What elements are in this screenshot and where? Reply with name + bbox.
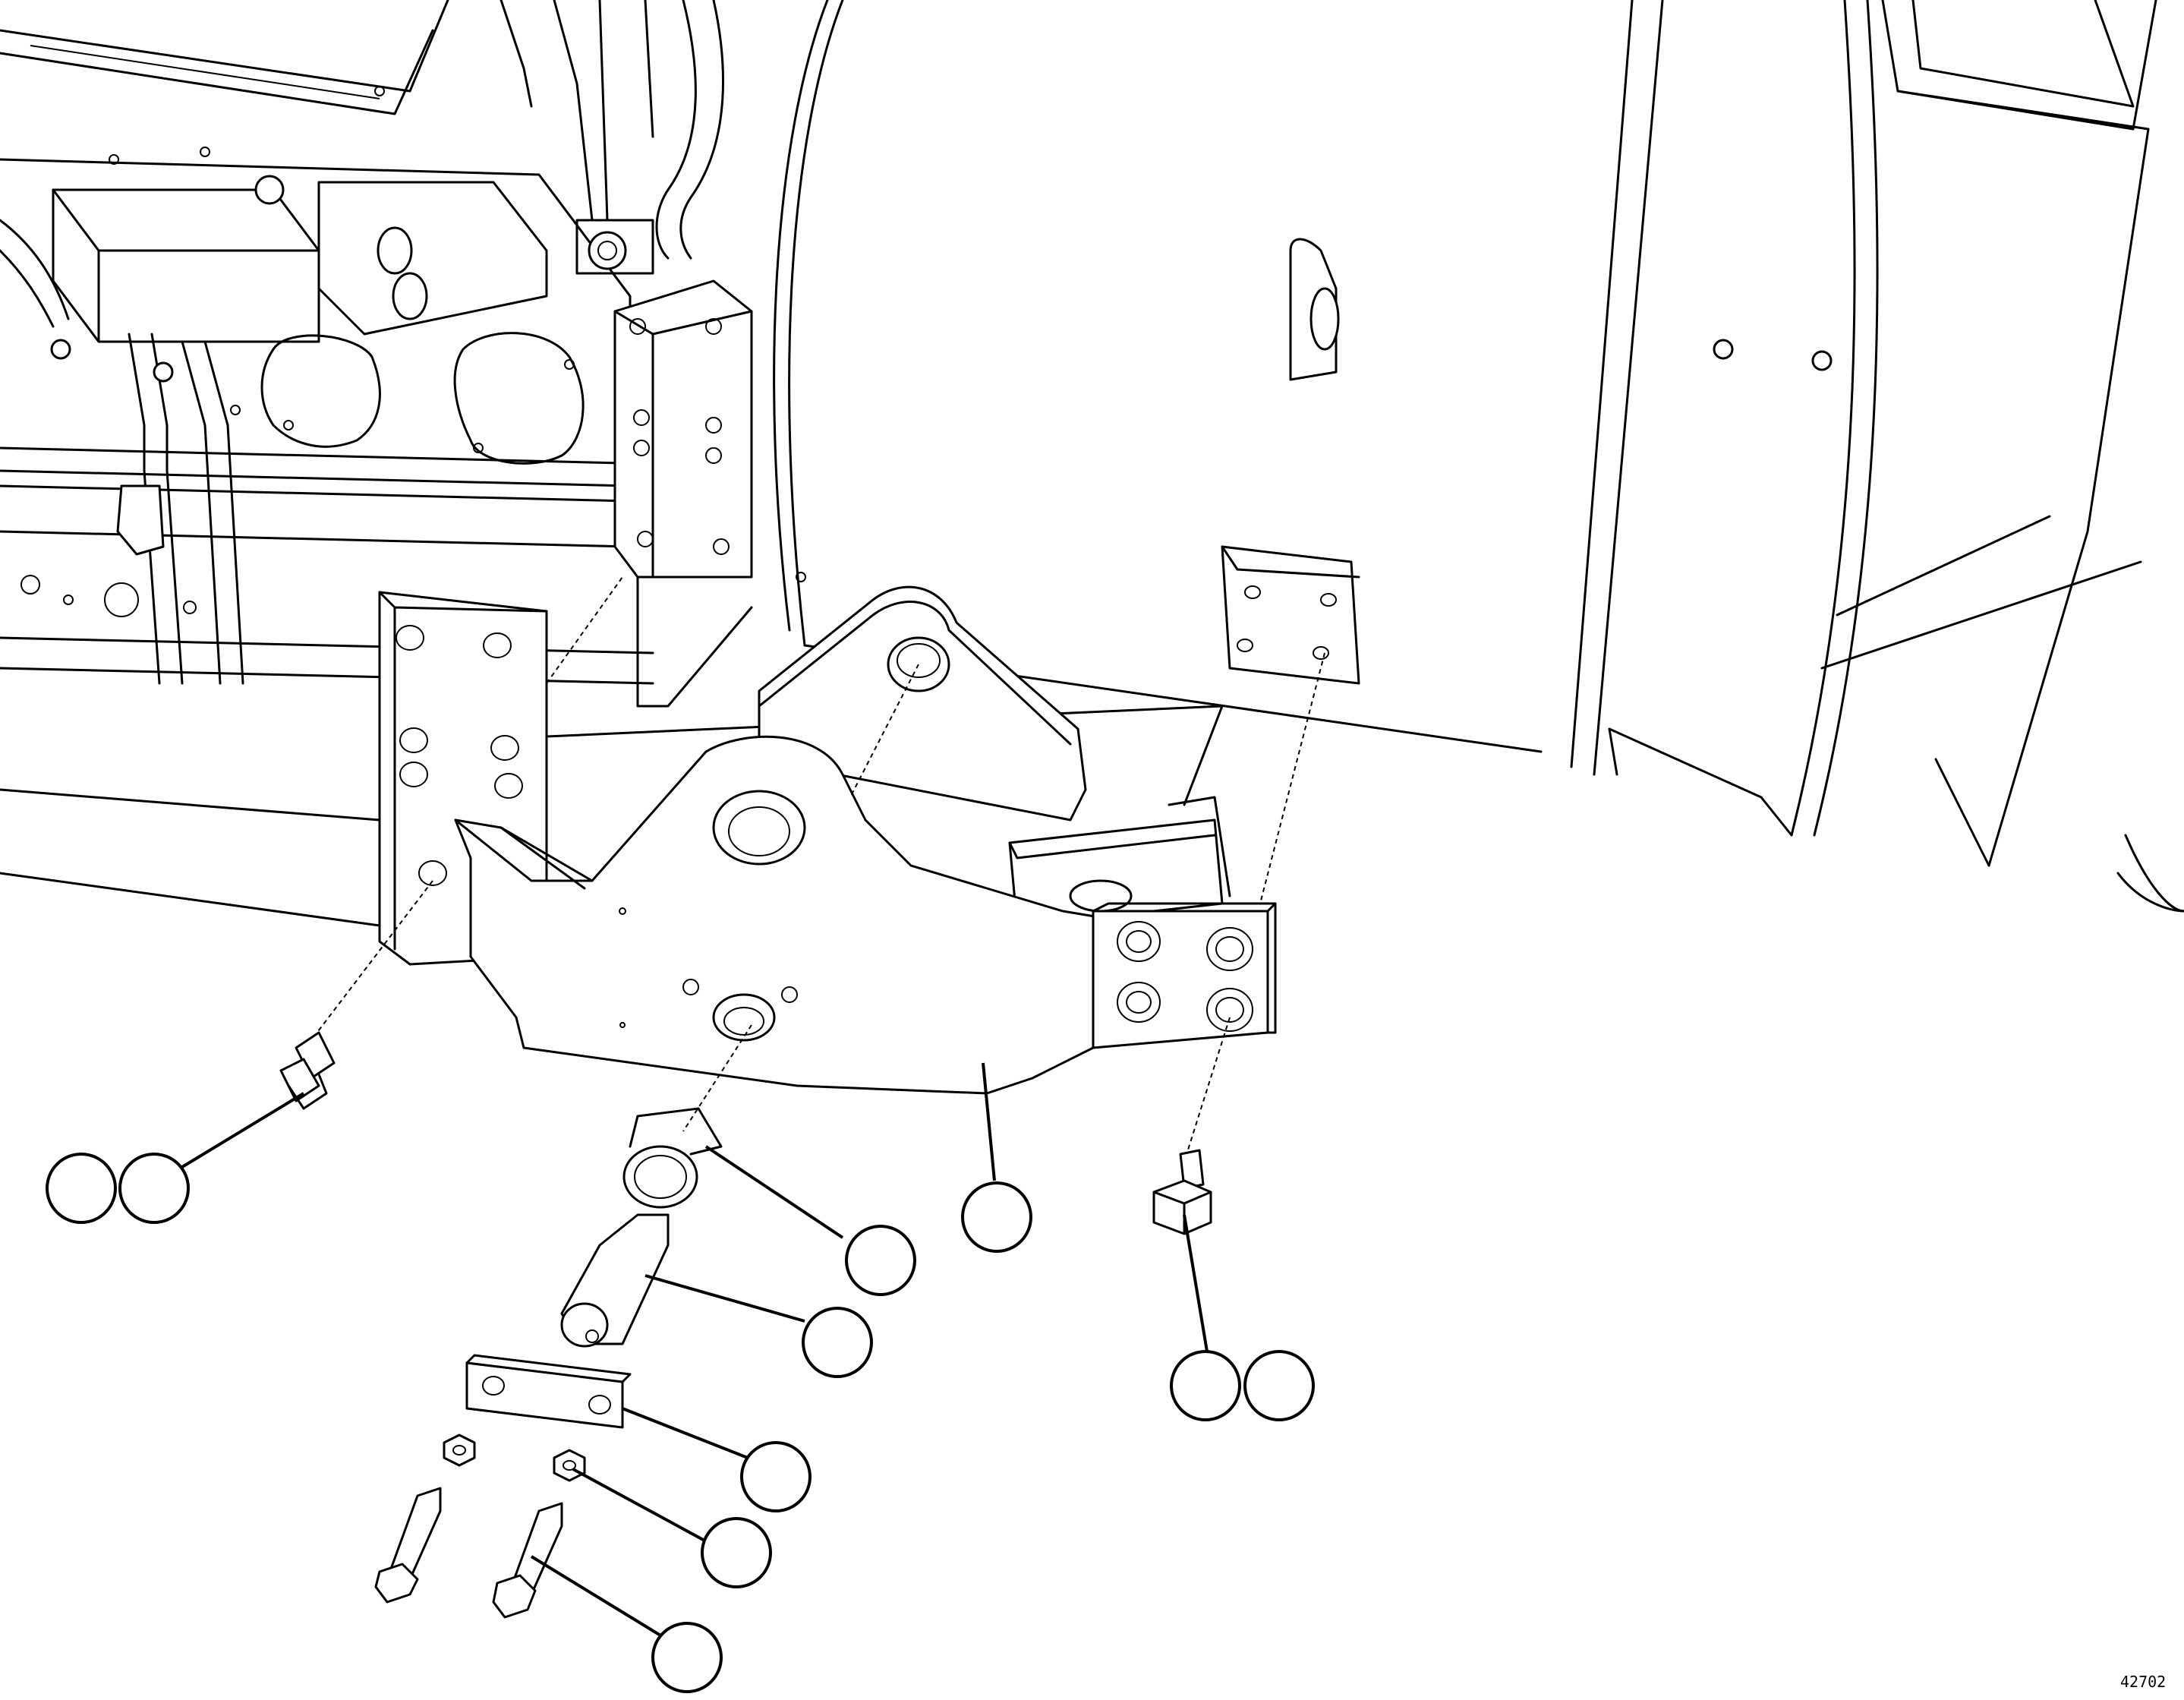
- pivot-pin: [560, 1213, 670, 1348]
- callout-balloon: [802, 1307, 873, 1378]
- callout-balloon: [740, 1441, 812, 1512]
- generator-housing: [773, 0, 2184, 913]
- callout-leaders: [177, 1062, 1209, 1642]
- engine-mount-bracket: [454, 735, 1277, 1095]
- callout-balloon: [845, 1225, 916, 1296]
- callout-balloon: [46, 1153, 117, 1224]
- callout-balloon: [651, 1622, 723, 1693]
- callout-balloon: [118, 1153, 190, 1224]
- assembly-guide-lines: [310, 576, 1325, 1162]
- engine-assembly: [0, 0, 753, 708]
- callout-balloon: [1170, 1350, 1241, 1421]
- callout-balloon: [701, 1517, 772, 1588]
- retaining-plate: [465, 1354, 632, 1429]
- figure-number: 42702: [2120, 1673, 2166, 1691]
- cap-screws: [374, 1487, 563, 1619]
- lock-nuts: [443, 1433, 586, 1482]
- callout-balloon: [961, 1181, 1032, 1253]
- hex-bolt: [1152, 1149, 1212, 1235]
- callout-balloon: [1243, 1350, 1315, 1421]
- stud-bolt: [279, 1031, 336, 1110]
- bushing: [622, 1107, 723, 1209]
- callout-balloons: [46, 1153, 1315, 1693]
